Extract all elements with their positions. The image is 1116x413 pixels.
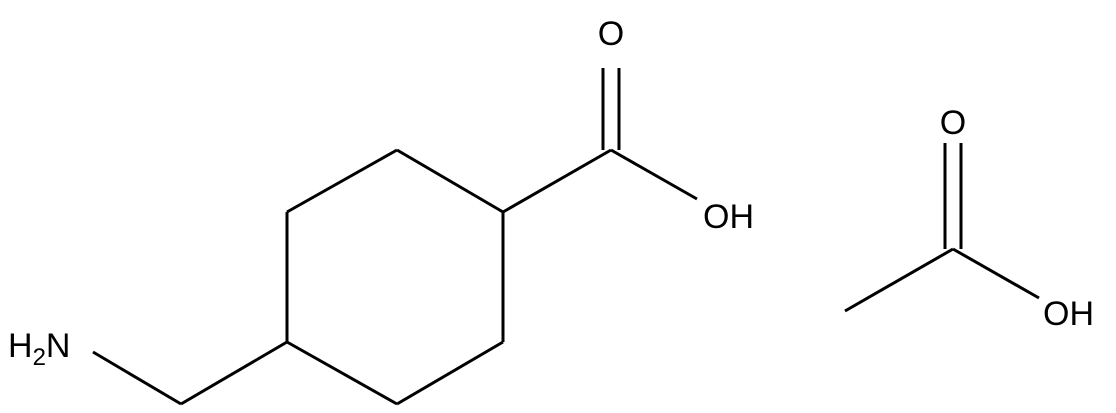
carbonyl-oxygen-label: O bbox=[940, 104, 966, 142]
amine-subscript: 2 bbox=[33, 344, 46, 371]
carboxyl-oh-bond bbox=[952, 247, 1040, 300]
ring-bond bbox=[286, 340, 398, 406]
carboxyl-oh-bond bbox=[610, 148, 698, 201]
hydroxyl-label: OH bbox=[703, 198, 754, 236]
amine-hydrogen-text: H bbox=[8, 327, 33, 365]
amine-nitrogen-text: N bbox=[46, 327, 71, 365]
methyl-bond bbox=[844, 247, 954, 313]
acetic-acid-molecule: O OH bbox=[844, 104, 1094, 333]
carbonyl-oxygen-label: O bbox=[598, 15, 624, 53]
tranexamic-acid-molecule: O OH H2N bbox=[8, 15, 754, 406]
methylene-to-amine-bond bbox=[92, 350, 182, 406]
ring-to-methylene-bond bbox=[180, 340, 288, 406]
amine-label: H2N bbox=[8, 327, 70, 371]
ring-to-carboxyl-bond bbox=[502, 148, 612, 214]
ring-bond bbox=[396, 148, 504, 214]
ring-bond bbox=[286, 148, 398, 214]
ring-bond bbox=[396, 340, 504, 406]
hydroxyl-label: OH bbox=[1043, 295, 1094, 333]
